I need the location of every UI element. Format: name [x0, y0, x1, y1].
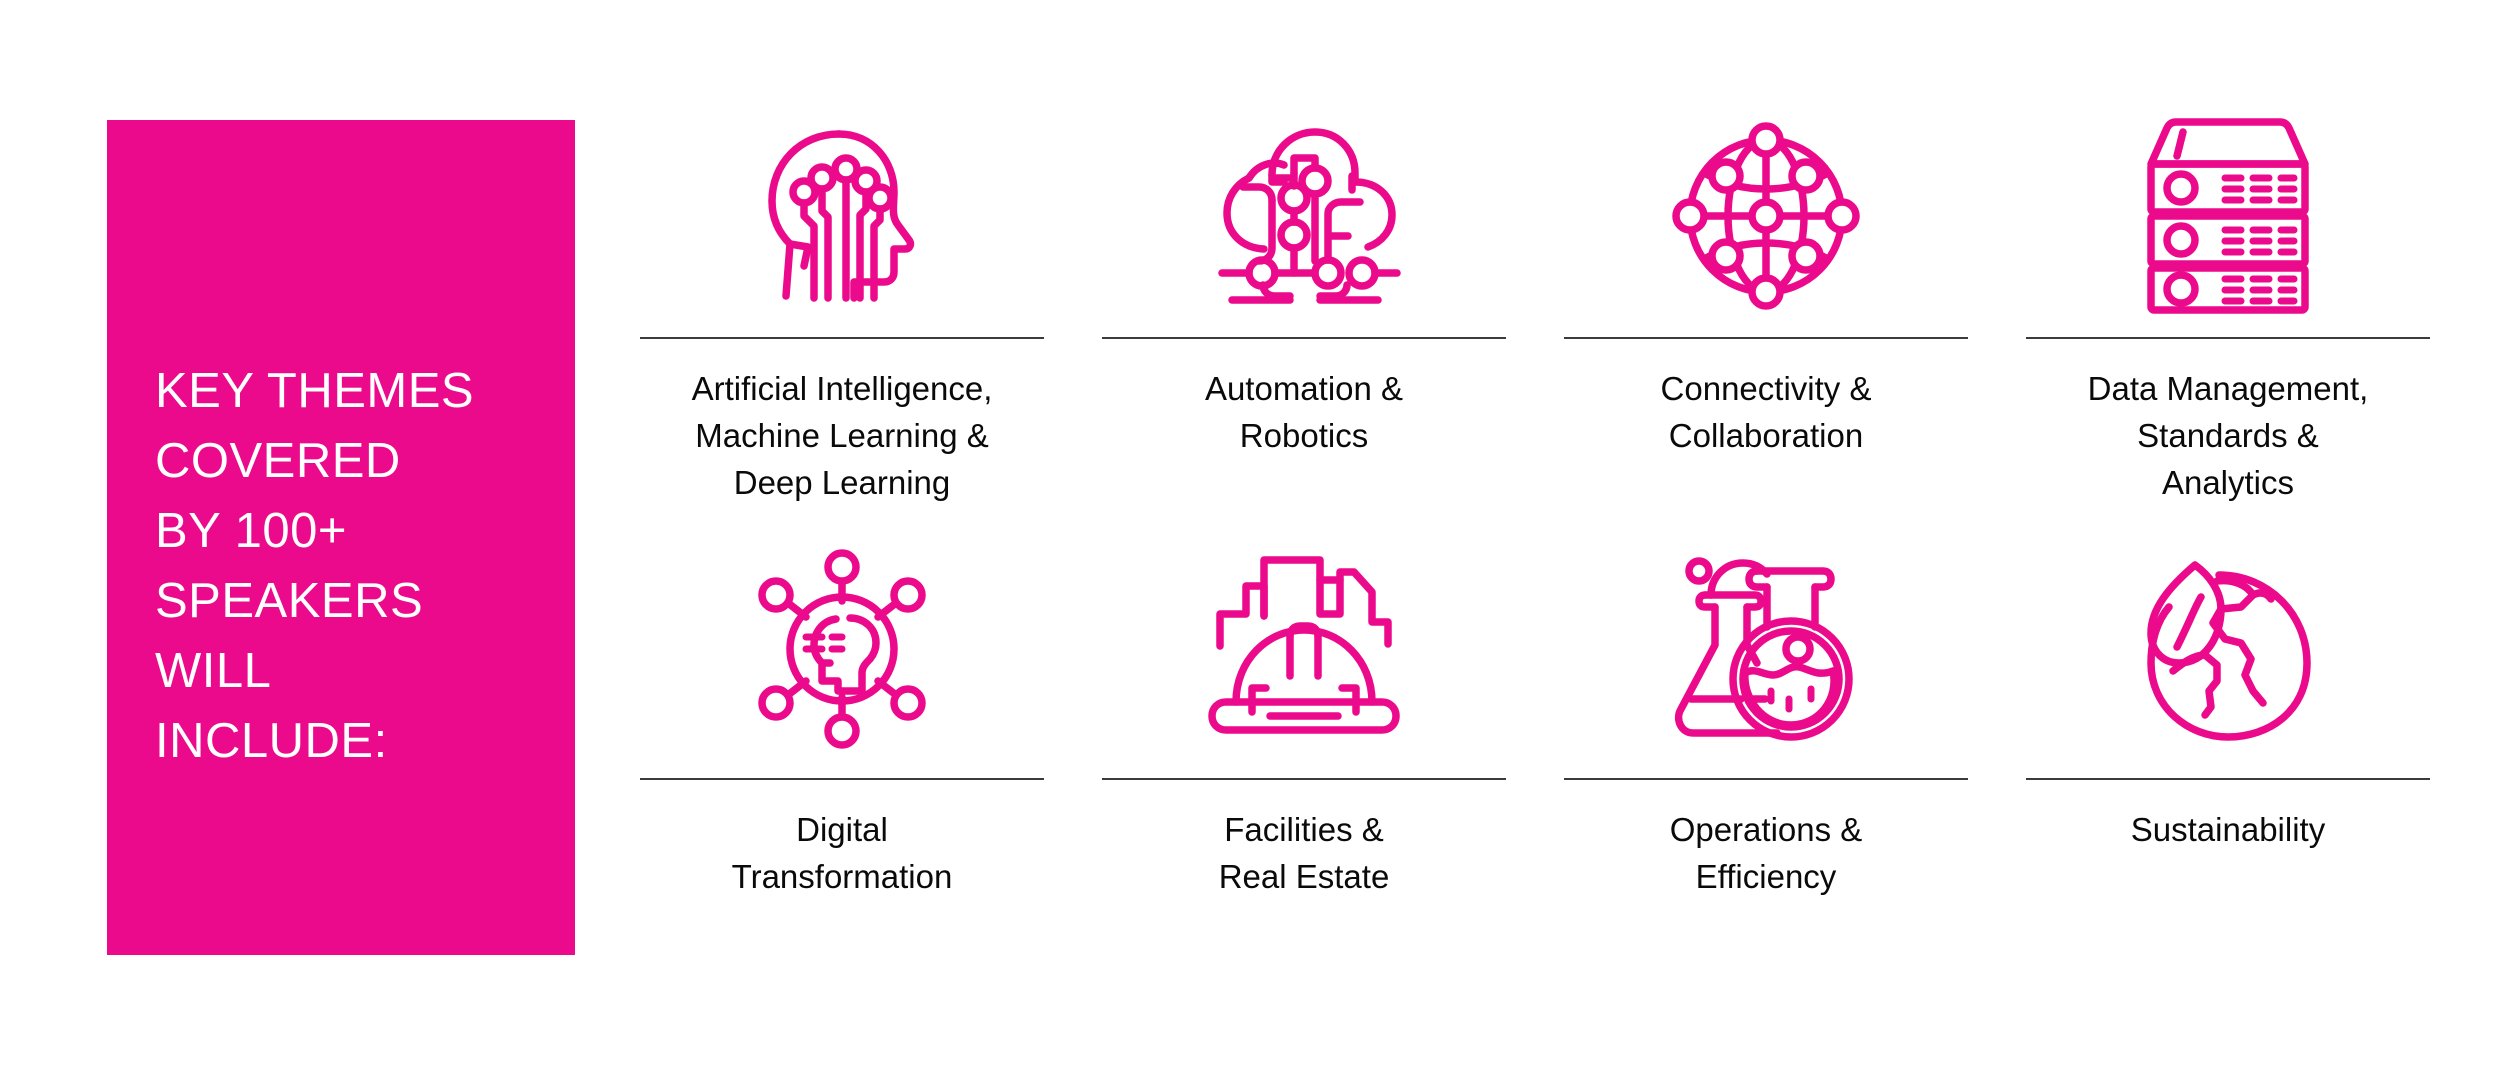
theme-card-data-management[interactable]: Data Management, Standards & Analytics	[2026, 108, 2430, 506]
theme-label: Connectivity & Collaboration	[1660, 370, 1872, 454]
lab-flasks-icon	[1564, 534, 1968, 764]
theme-label: Digital Transformation	[731, 811, 953, 895]
theme-card-digital-transformation[interactable]: Digital Transformation	[640, 534, 1044, 900]
server-rack-icon	[2026, 108, 2430, 323]
leaf-earth-icon	[2026, 534, 2430, 764]
card-divider	[1102, 778, 1506, 780]
hardhat-skyline-icon	[1102, 534, 1506, 764]
theme-card-connectivity-collaboration[interactable]: Connectivity & Collaboration	[1564, 108, 1968, 506]
panel-heading: KEY THEMES COVERED BY 100+ SPEAKERS WILL…	[155, 364, 475, 768]
theme-label: Operations & Efficiency	[1669, 811, 1863, 895]
globe-network-icon	[1564, 108, 1968, 323]
theme-label: Sustainability	[2130, 811, 2326, 848]
theme-card-automation-robotics[interactable]: Automation & Robotics	[1102, 108, 1506, 506]
card-divider	[640, 778, 1044, 780]
theme-label: Artificial Intelligence, Machine Learnin…	[691, 370, 993, 501]
card-divider	[640, 337, 1044, 339]
theme-card-sustainability[interactable]: Sustainability	[2026, 534, 2430, 900]
theme-card-facilities-real-estate[interactable]: Facilities & Real Estate	[1102, 534, 1506, 900]
card-divider	[2026, 778, 2430, 780]
theme-label: Automation & Robotics	[1204, 370, 1404, 454]
theme-label: Facilities & Real Estate	[1218, 811, 1390, 895]
head-circuit-icon	[640, 108, 1044, 323]
theme-card-artificial-intelligence[interactable]: Artificial Intelligence, Machine Learnin…	[640, 108, 1044, 506]
theme-label: Data Management, Standards & Analytics	[2087, 370, 2369, 501]
theme-card-operations-efficiency[interactable]: Operations & Efficiency	[1564, 534, 1968, 900]
key-themes-panel: KEY THEMES COVERED BY 100+ SPEAKERS WILL…	[107, 120, 575, 955]
head-nodes-icon	[640, 534, 1044, 764]
card-divider	[1564, 337, 1968, 339]
themes-grid: Artificial Intelligence, Machine Learnin…	[640, 108, 2430, 900]
cloud-network-icon	[1102, 108, 1506, 323]
card-divider	[1102, 337, 1506, 339]
card-divider	[1564, 778, 1968, 780]
card-divider	[2026, 337, 2430, 339]
